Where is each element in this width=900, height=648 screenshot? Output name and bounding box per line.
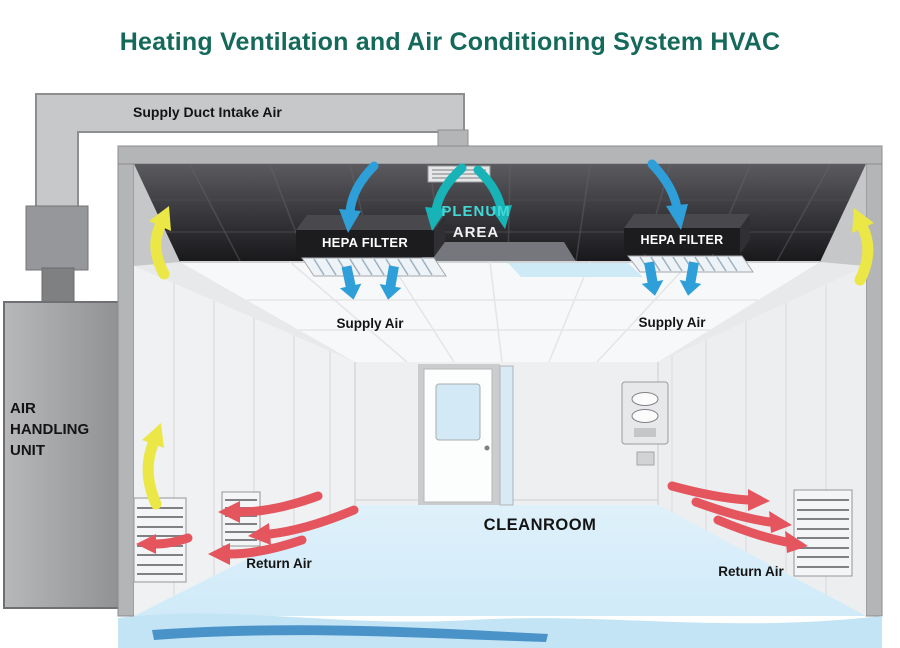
plenum-arrow-left-blue-icon [339, 161, 379, 233]
door-window [435, 383, 481, 441]
hepa-grille-left [301, 257, 447, 277]
plenum-arrow-right-blue-icon [647, 159, 688, 230]
roof-slab [117, 145, 883, 165]
return-air-arrows [136, 481, 808, 565]
air-handling-unit-label: AIR HANDLING UNIT [10, 400, 90, 459]
floor-wave [118, 613, 882, 648]
cleanroom-ceiling [180, 261, 820, 363]
return-arrow-right-icon [691, 497, 792, 533]
return-arrow-left-icon [208, 535, 307, 565]
plenum-airflow-arrows [339, 159, 688, 233]
duct-neck [41, 267, 75, 305]
plenum-arrow-center-right-teal-icon [473, 165, 512, 229]
diagram-title: Heating Ventilation and Air Conditioning… [119, 28, 781, 56]
hepa-filter-label-left: HEPA FILTER [321, 235, 409, 250]
duct-elbow [25, 205, 89, 271]
plenum-area-label-line1: PLENUM [441, 203, 511, 220]
supply-air-label-right: Supply Air [638, 315, 706, 330]
plenum-arrow-center-left-teal-icon [425, 163, 467, 231]
plenum-area-label: PLENUM AREA [420, 201, 532, 243]
plenum-area-label-line2: AREA [452, 224, 500, 241]
supply-air-arrows [339, 261, 702, 300]
hepa-filter-left [296, 215, 447, 277]
return-arrow-right-icon [667, 481, 770, 511]
door-knob [484, 445, 490, 451]
air-handling-unit [3, 301, 125, 609]
cleanroom-door [418, 364, 514, 506]
supply-air-label-left: Supply Air [336, 316, 404, 331]
supply-arrow-down-icon [339, 265, 362, 300]
supply-arrow-down-icon [679, 261, 702, 296]
supply-duct [25, 93, 469, 305]
recirculation-arrow-up-icon [149, 206, 171, 280]
return-arrow-left-icon [218, 491, 323, 523]
return-grille-right [793, 489, 853, 577]
return-air-label-left: Return Air [246, 556, 312, 571]
door-sidelight [499, 365, 514, 506]
ceiling-light-panel [508, 263, 643, 277]
left-outer-wall [117, 163, 135, 617]
return-arrow-exhaust-left-icon [136, 533, 193, 554]
return-arrow-left-icon [248, 505, 359, 545]
hepa-filter-label-right: HEPA FILTER [640, 233, 724, 247]
supply-arrow-down-icon [379, 265, 402, 300]
wall-control-panel [621, 381, 669, 466]
supply-arrow-down-icon [641, 261, 664, 296]
recirculation-arrows [142, 206, 874, 510]
corner-fascia-right [820, 164, 866, 266]
recirculation-arrow-up-icon [142, 423, 164, 510]
cleanroom-floor [118, 505, 882, 648]
return-arrow-right-icon [713, 515, 808, 553]
supply-duct-label: Supply Duct Intake Air [133, 104, 282, 120]
return-air-label-right: Return Air [718, 564, 784, 579]
floor-wave-dark [152, 625, 548, 642]
cleanroom-label: CLEANROOM [483, 516, 597, 534]
recirculation-arrow-up-icon [852, 208, 874, 286]
